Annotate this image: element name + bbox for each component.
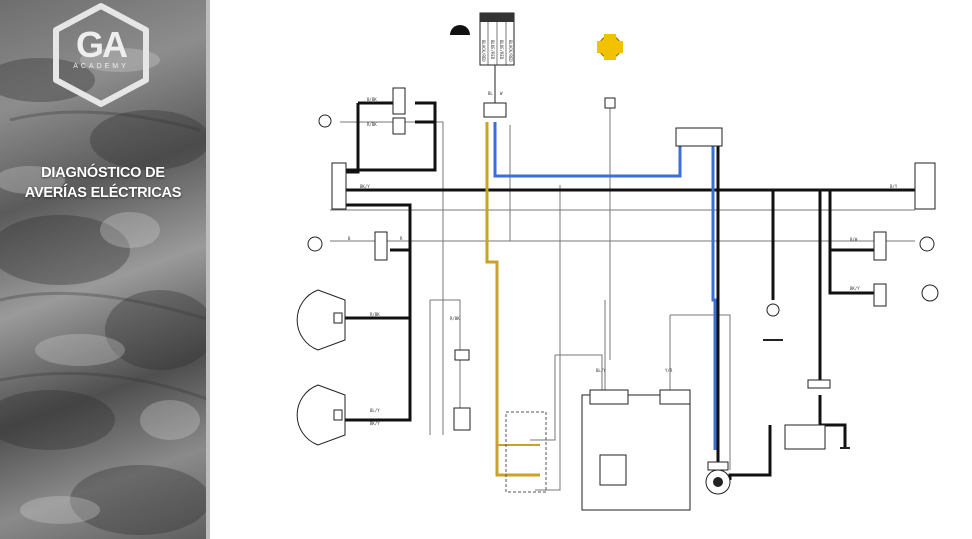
key-switch-icon — [450, 25, 470, 35]
engine-photo-background — [0, 48, 210, 535]
wire-label: R/BK — [370, 312, 380, 317]
bulb-icon — [597, 34, 623, 109]
wire-label: BK/Y — [370, 421, 380, 426]
wire-battery-neg — [728, 425, 772, 480]
connector-left-lamp — [374, 231, 388, 261]
regulator-unit — [505, 389, 691, 511]
wire-label: BL/Y — [596, 368, 606, 373]
relay-small — [453, 407, 471, 431]
page-title: DIAGNÓSTICO DE AVERÍAS ELÉCTRICAS — [0, 163, 206, 203]
wire-label: B/BK — [367, 97, 377, 102]
wire-label: BL/Y — [370, 408, 380, 413]
title-line-2: AVERÍAS ELÉCTRICAS — [24, 185, 182, 201]
lamp-right-mid-icon — [919, 236, 935, 252]
logo-hexagon-icon — [53, 3, 149, 107]
wire-label: BK/Y — [850, 286, 860, 291]
fuse — [807, 379, 831, 389]
headlamp-upper-socket — [333, 312, 343, 324]
wire-right-2 — [670, 314, 731, 470]
connector-label-2: BLUE/RED — [490, 40, 495, 60]
lamp-left-top-icon — [318, 114, 332, 128]
wire-grey-left — [530, 355, 556, 441]
headlamp-upper-icon — [296, 289, 346, 351]
wire-label: R/BK — [450, 316, 460, 321]
wiring-diagram: BLACK/RED BLUE/RED BLUE/RED BLACK/RED — [296, 12, 939, 511]
right-connector-box — [675, 127, 723, 147]
connector-small — [454, 349, 470, 361]
wire-right-indicator — [828, 190, 875, 295]
headlight-switch — [331, 162, 347, 210]
wire-label: B — [348, 236, 351, 241]
stator-icon — [705, 461, 731, 495]
connector-left-top — [392, 87, 406, 115]
wire-label: R/BK — [367, 122, 377, 127]
wire-label: B/Y — [890, 184, 898, 189]
wire-label: W — [500, 91, 503, 96]
right-switch — [914, 162, 936, 210]
connector-right-indicator — [873, 283, 887, 307]
wire-label: B/W — [850, 237, 858, 242]
lamp-right-indicator-icon — [921, 284, 939, 302]
wire-vertical-left — [430, 299, 461, 425]
wire-label: BL — [488, 91, 493, 96]
wire-bbk-left — [342, 103, 360, 174]
wire-rbk-vertical — [340, 121, 444, 435]
title-line-1: DIAGNÓSTICO DE — [41, 165, 165, 181]
connector-label-3: BLUE/RED — [499, 40, 504, 60]
wire-label: BK/Y — [360, 184, 370, 189]
sidebar: GA ACADEMY DIAGNÓSTICO DE AVERÍAS ELÉCTR… — [0, 0, 210, 539]
wire-label: Y/R — [665, 368, 673, 373]
wire-center-2 — [535, 185, 561, 491]
headlamp-lower-icon — [296, 384, 346, 446]
wire-left-drop — [342, 203, 412, 422]
academy-logo: GA ACADEMY — [48, 2, 154, 108]
connector-left-mid — [392, 117, 406, 135]
highlighted-yellow-wire — [485, 122, 540, 477]
connector-label-4: BLACK/RED — [508, 40, 513, 62]
sidebar-edge — [206, 0, 210, 539]
logo-mark: GA — [76, 24, 128, 65]
headlamp-lower-socket — [333, 409, 343, 421]
ignition-switch: BLACK/RED BLUE/RED BLUE/RED BLACK/RED — [479, 12, 515, 118]
logo-text: ACADEMY — [73, 63, 129, 70]
wire-grey-top — [555, 354, 603, 395]
horn-icon — [766, 303, 780, 317]
wire-battery-right — [818, 395, 847, 448]
connector-right-lamp — [873, 231, 887, 261]
lamp-left-mid-icon — [307, 236, 323, 252]
wire-label: R — [400, 236, 403, 241]
connector-label-1: BLACK/RED — [481, 40, 486, 62]
wire-bbk-right — [342, 101, 437, 172]
battery-icon — [784, 424, 826, 450]
